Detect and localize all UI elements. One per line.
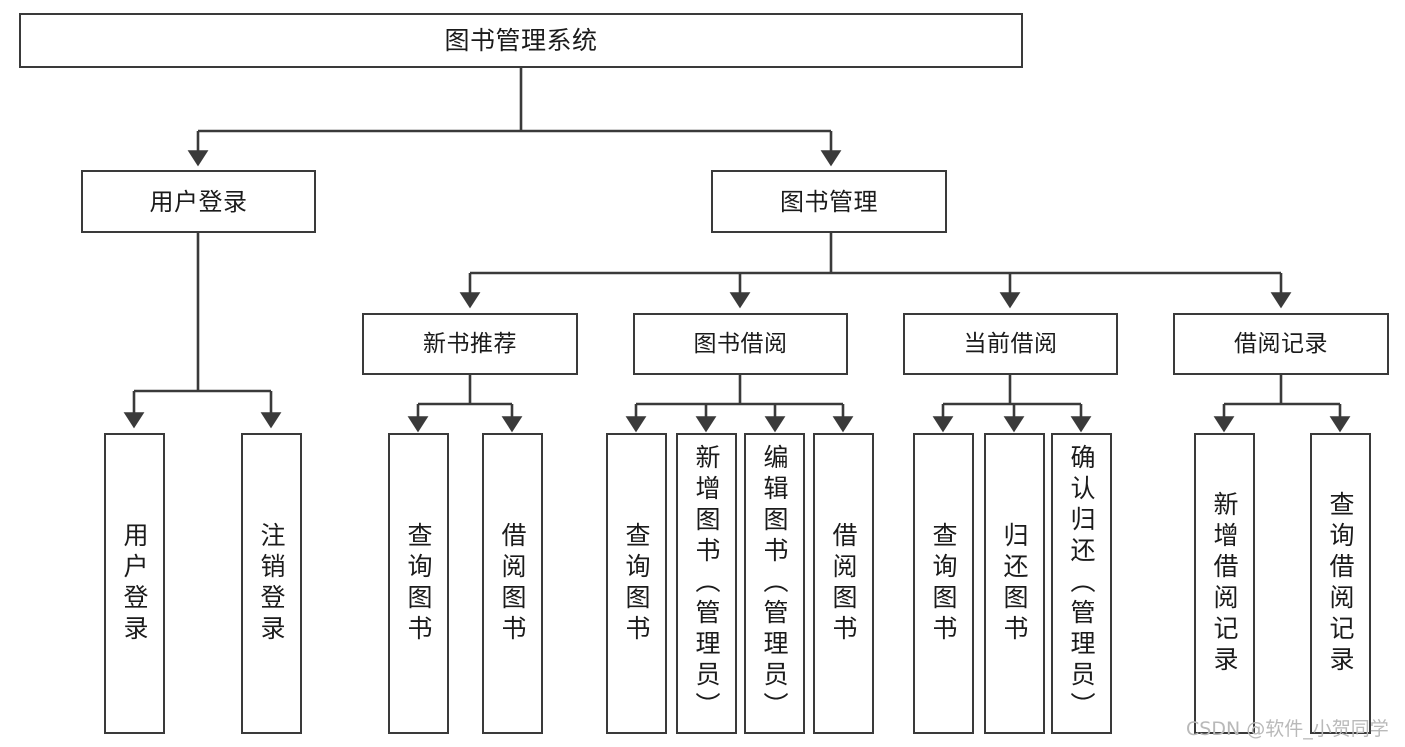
node-label: 用户登录 (120, 521, 149, 646)
node-book-borrow[interactable]: 图书借阅 (633, 313, 848, 375)
node-label: 新书推荐 (423, 330, 517, 357)
leaf-recommend-borrow-book[interactable]: 借阅图书 (482, 433, 543, 734)
node-label: 当前借阅 (963, 330, 1058, 357)
leaf-borrow-edit-book-admin[interactable]: 编辑图书（管理员） (744, 433, 805, 734)
leaf-current-confirm-return-admin[interactable]: 确认归还（管理员） (1051, 433, 1112, 734)
watermark-text: CSDN @软件_小贺同学 (1186, 718, 1389, 740)
leaf-borrow-query-book[interactable]: 查询图书 (606, 433, 667, 734)
node-label: 用户登录 (149, 187, 248, 216)
node-label: 查询图书 (929, 521, 958, 646)
leaf-recommend-query-book[interactable]: 查询图书 (388, 433, 449, 734)
leaf-record-add-record[interactable]: 新增借阅记录 (1194, 433, 1255, 734)
leaf-user-login-logout[interactable]: 注销登录 (241, 433, 302, 734)
node-label: 新增图书（管理员） (692, 444, 721, 723)
node-current-borrow[interactable]: 当前借阅 (903, 313, 1118, 375)
leaf-record-query-record[interactable]: 查询借阅记录 (1310, 433, 1371, 734)
node-label: 图书管理系统 (444, 26, 598, 55)
node-label: 查询图书 (404, 521, 433, 646)
node-label: 图书借阅 (693, 330, 788, 357)
node-label: 确认归还（管理员） (1067, 444, 1096, 723)
node-label: 图书管理 (780, 187, 878, 216)
node-label: 借阅记录 (1234, 330, 1328, 357)
leaf-user-login-login[interactable]: 用户登录 (104, 433, 165, 734)
node-root-system[interactable]: 图书管理系统 (19, 13, 1023, 68)
node-borrow-record[interactable]: 借阅记录 (1173, 313, 1389, 375)
leaf-current-return-book[interactable]: 归还图书 (984, 433, 1045, 734)
node-label: 新增借阅记录 (1210, 490, 1239, 677)
node-new-book-recommend[interactable]: 新书推荐 (362, 313, 578, 375)
node-label: 借阅图书 (498, 521, 527, 646)
leaf-current-query-book[interactable]: 查询图书 (913, 433, 974, 734)
node-label: 查询借阅记录 (1326, 490, 1355, 677)
leaf-borrow-borrow-book[interactable]: 借阅图书 (813, 433, 874, 734)
leaf-borrow-add-book-admin[interactable]: 新增图书（管理员） (676, 433, 737, 734)
node-book-management[interactable]: 图书管理 (711, 170, 947, 233)
node-label: 借阅图书 (829, 521, 858, 646)
node-label: 编辑图书（管理员） (760, 444, 789, 723)
node-label: 查询图书 (622, 521, 651, 646)
node-user-login[interactable]: 用户登录 (81, 170, 316, 233)
node-label: 注销登录 (257, 521, 286, 646)
node-label: 归还图书 (1000, 521, 1029, 646)
